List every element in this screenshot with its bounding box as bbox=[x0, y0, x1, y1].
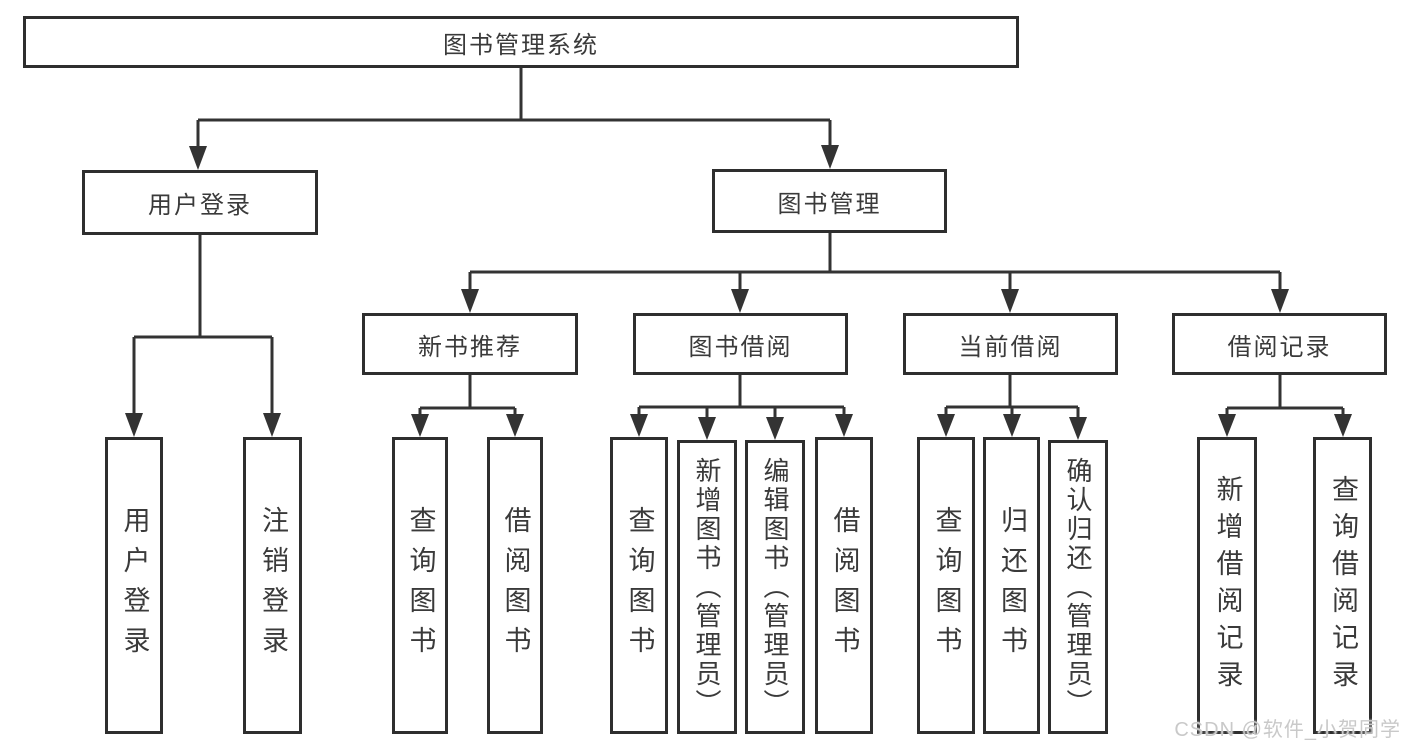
leaf-borrow-query-books-label: 查询图书 bbox=[624, 505, 655, 666]
connector-recommend-to-leaves bbox=[411, 375, 524, 437]
leaf-current-confirm-return-admin: 确认归还（管理员） bbox=[1048, 440, 1108, 734]
node-new-book-recommend: 新书推荐 bbox=[362, 313, 578, 375]
connector-borrow-to-leaves bbox=[630, 375, 853, 440]
leaf-logout-label: 注销登录 bbox=[258, 505, 288, 666]
leaf-borrow-add-books-admin-label: 新增图书（管理员） bbox=[692, 456, 722, 718]
leaf-records-query-record: 查询借阅记录 bbox=[1313, 437, 1372, 734]
node-user-login: 用户登录 bbox=[82, 170, 318, 235]
node-book-management-label: 图书管理 bbox=[777, 190, 882, 218]
node-current-borrow-label: 当前借阅 bbox=[958, 333, 1063, 361]
leaf-current-confirm-return-admin-label: 确认归还（管理员） bbox=[1063, 456, 1093, 718]
leaf-current-return-books-label: 归还图书 bbox=[997, 505, 1027, 666]
node-current-borrow: 当前借阅 bbox=[903, 313, 1118, 375]
leaf-logout: 注销登录 bbox=[243, 437, 302, 734]
leaf-recommend-borrow-books: 借阅图书 bbox=[487, 437, 543, 734]
node-book-borrow-label: 图书借阅 bbox=[688, 333, 793, 361]
node-borrow-records-label: 借阅记录 bbox=[1227, 333, 1332, 361]
connector-userlogin-to-leaves bbox=[125, 235, 281, 437]
leaf-borrow-edit-books-admin-label: 编辑图书（管理员） bbox=[760, 456, 790, 718]
leaf-borrow-add-books-admin: 新增图书（管理员） bbox=[677, 440, 737, 734]
leaf-borrow-borrow-books: 借阅图书 bbox=[815, 437, 873, 734]
leaf-records-add-record-label: 新增借阅记录 bbox=[1212, 474, 1243, 697]
leaf-user-login: 用户登录 bbox=[105, 437, 163, 734]
connector-root-to-level2 bbox=[189, 66, 839, 170]
node-new-book-recommend-label: 新书推荐 bbox=[418, 333, 522, 361]
leaf-recommend-query-books-label: 查询图书 bbox=[405, 505, 436, 666]
node-user-login-label: 用户登录 bbox=[148, 192, 252, 219]
leaf-recommend-borrow-books-label: 借阅图书 bbox=[500, 505, 531, 666]
leaf-records-add-record: 新增借阅记录 bbox=[1197, 437, 1257, 734]
node-book-management: 图书管理 bbox=[712, 169, 947, 233]
node-root-label: 图书管理系统 bbox=[443, 31, 599, 59]
leaf-records-query-record-label: 查询借阅记录 bbox=[1328, 474, 1358, 697]
leaf-user-login-label: 用户登录 bbox=[119, 505, 150, 666]
leaf-current-query-books: 查询图书 bbox=[917, 437, 975, 734]
node-borrow-records: 借阅记录 bbox=[1172, 313, 1387, 375]
leaf-borrow-borrow-books-label: 借阅图书 bbox=[829, 505, 860, 666]
node-root: 图书管理系统 bbox=[23, 16, 1019, 68]
leaf-borrow-edit-books-admin: 编辑图书（管理员） bbox=[745, 440, 805, 734]
csdn-watermark: CSDN @软件_小贺同学 bbox=[1174, 719, 1401, 741]
leaf-current-query-books-label: 查询图书 bbox=[931, 505, 962, 666]
leaf-recommend-query-books: 查询图书 bbox=[392, 437, 448, 734]
connector-bookmgmt-to-level3 bbox=[461, 233, 1289, 313]
connector-current-to-leaves bbox=[937, 375, 1087, 440]
leaf-current-return-books: 归还图书 bbox=[983, 437, 1040, 734]
node-book-borrow: 图书借阅 bbox=[633, 313, 848, 375]
connector-records-to-leaves bbox=[1218, 375, 1352, 437]
leaf-borrow-query-books: 查询图书 bbox=[610, 437, 668, 734]
